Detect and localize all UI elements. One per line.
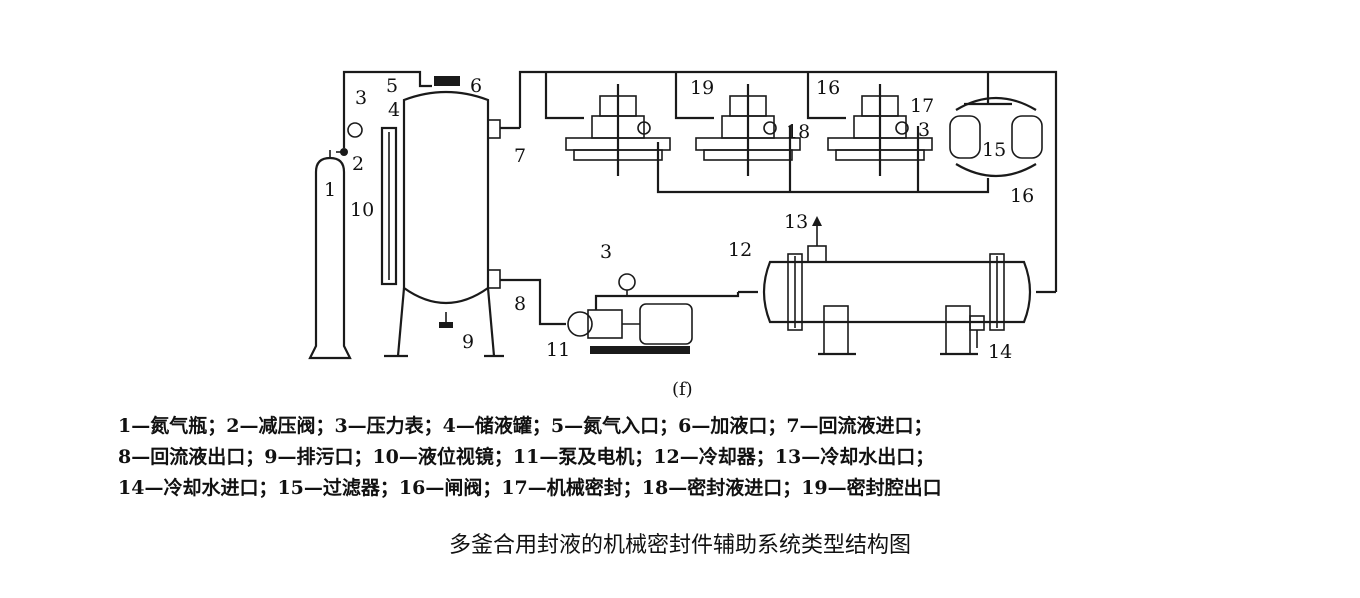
callout-1: 1 (324, 179, 336, 201)
callout-19: 19 (690, 77, 714, 99)
mechanical-seal-1 (565, 84, 671, 176)
pump-and-motor (567, 273, 740, 354)
callout-17: 17 (910, 95, 934, 117)
mechanical-seal-2 (695, 84, 801, 176)
nitrogen-line (342, 70, 432, 148)
callout-6: 6 (470, 75, 482, 97)
callout-16-bottom: 16 (1010, 185, 1034, 207)
nitrogen-cylinder (308, 150, 352, 360)
callout-15: 15 (982, 139, 1006, 161)
seal-supply-lines (544, 72, 846, 120)
mechanical-seal-3 (827, 84, 933, 176)
level-sight-glass (380, 126, 398, 286)
callout-16-top: 16 (816, 77, 840, 99)
callout-11: 11 (546, 339, 570, 361)
figure-sub-label: (f) (672, 379, 693, 400)
legend-line-3: 14—冷却水进口；15—过滤器；16—闸阀；17—机械密封；18—密封液进口；1… (118, 477, 942, 499)
callout-14: 14 (988, 341, 1012, 363)
cooler (738, 216, 1058, 356)
callout-4: 4 (388, 99, 400, 121)
callout-18: 18 (786, 121, 810, 143)
callout-7: 7 (514, 145, 526, 167)
callout-3-pump: 3 (600, 241, 612, 263)
legend-line-2: 8—回流液出口；9—排污口；10—液位视镜；11—泵及电机；12—冷却器；13—… (118, 446, 935, 468)
return-inlet (487, 70, 1058, 250)
callout-3-seal: 3 (918, 119, 930, 141)
filters (949, 72, 1043, 178)
callout-9: 9 (462, 331, 474, 353)
seal-return-header (656, 126, 990, 194)
callout-8: 8 (514, 293, 526, 315)
callout-10: 10 (350, 199, 374, 221)
callout-3-gauge-nitrogen: 3 (355, 87, 367, 109)
callout-12: 12 (728, 239, 752, 261)
storage-tank (384, 76, 504, 358)
pressure-reducing-valve (336, 148, 348, 156)
pressure-gauge-1 (347, 122, 363, 138)
return-outlet (487, 269, 566, 326)
callout-5: 5 (386, 75, 398, 97)
figure-caption: 多釜合用封液的机械密封件辅助系统类型结构图 (448, 533, 911, 558)
callout-2: 2 (352, 153, 364, 175)
callout-13: 13 (784, 211, 808, 233)
legend-line-1: 1—氮气瓶；2—减压阀；3—压力表；4—储液罐；5—氮气入口；6—加液口；7—回… (118, 415, 933, 437)
